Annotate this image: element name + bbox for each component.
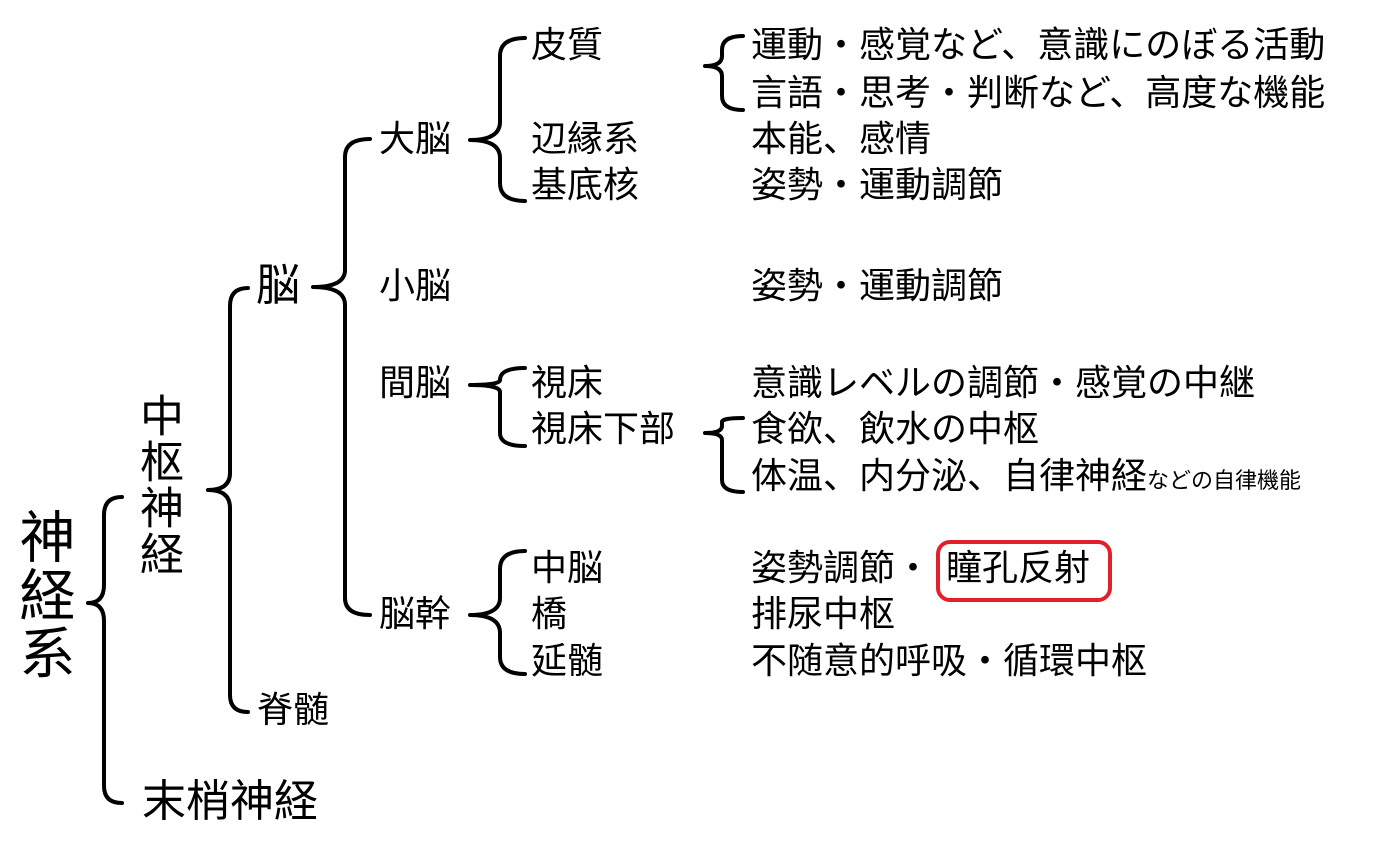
node-cerebrum: 大脳 bbox=[379, 119, 452, 160]
bracket-cortex bbox=[703, 34, 745, 112]
function-midbrain: 姿勢調節・ bbox=[751, 548, 932, 589]
node-medulla: 延髄 bbox=[531, 641, 604, 682]
node-hypothalamus: 視床下部 bbox=[531, 409, 676, 450]
bracket-nervous-system bbox=[86, 495, 124, 805]
highlight-box bbox=[936, 540, 1112, 602]
node-pons: 橋 bbox=[531, 594, 568, 635]
node-spinal-cord: 脊髄 bbox=[257, 690, 330, 731]
bracket-brainstem bbox=[468, 549, 527, 676]
function-cerebellum: 姿勢・運動調節 bbox=[751, 266, 1004, 307]
function-cortex-1: 運動・感覚など、意識にのぼる活動 bbox=[751, 25, 1326, 66]
bracket-hypothalamus bbox=[703, 416, 745, 494]
node-brain: 脳 bbox=[256, 260, 300, 311]
bracket-cerebrum bbox=[468, 36, 527, 203]
node-midbrain: 中脳 bbox=[531, 548, 604, 589]
node-peripheral-nervous: 末梢神経 bbox=[142, 776, 318, 827]
function-hypothalamus-2: 体温、内分泌、自律神経などの自律機能 bbox=[751, 459, 1301, 495]
node-cerebellum: 小脳 bbox=[379, 266, 452, 307]
bracket-brain bbox=[311, 137, 372, 617]
node-thalamus: 視床 bbox=[531, 363, 604, 404]
node-nervous-system: 神経系 bbox=[10, 508, 75, 682]
function-medulla: 不随意的呼吸・循環中枢 bbox=[751, 641, 1148, 682]
function-cortex-2: 言語・思考・判断など、高度な機能 bbox=[751, 73, 1326, 114]
node-brainstem: 脳幹 bbox=[379, 594, 452, 635]
node-basal-ganglia: 基底核 bbox=[531, 165, 640, 206]
bracket-central bbox=[206, 286, 250, 714]
node-central-nervous: 中枢神経 bbox=[132, 393, 183, 577]
function-pupillary-reflex: 瞳孔反射 bbox=[946, 548, 1091, 589]
function-limbic: 本能、感情 bbox=[751, 119, 932, 160]
bracket-diencephalon bbox=[468, 366, 527, 448]
function-pons: 排尿中枢 bbox=[751, 594, 896, 635]
function-hypothalamus-2-main: 体温、内分泌、自律神経 bbox=[751, 456, 1148, 497]
function-thalamus: 意識レベルの調節・感覚の中継 bbox=[751, 363, 1256, 404]
function-hypothalamus-1: 食欲、飲水の中枢 bbox=[751, 409, 1040, 450]
node-diencephalon: 間脳 bbox=[379, 363, 452, 404]
function-basal-ganglia: 姿勢・運動調節 bbox=[751, 165, 1004, 206]
node-cortex: 皮質 bbox=[531, 25, 604, 66]
function-hypothalamus-2-small: などの自律機能 bbox=[1147, 469, 1302, 494]
node-limbic-system: 辺縁系 bbox=[531, 119, 640, 160]
